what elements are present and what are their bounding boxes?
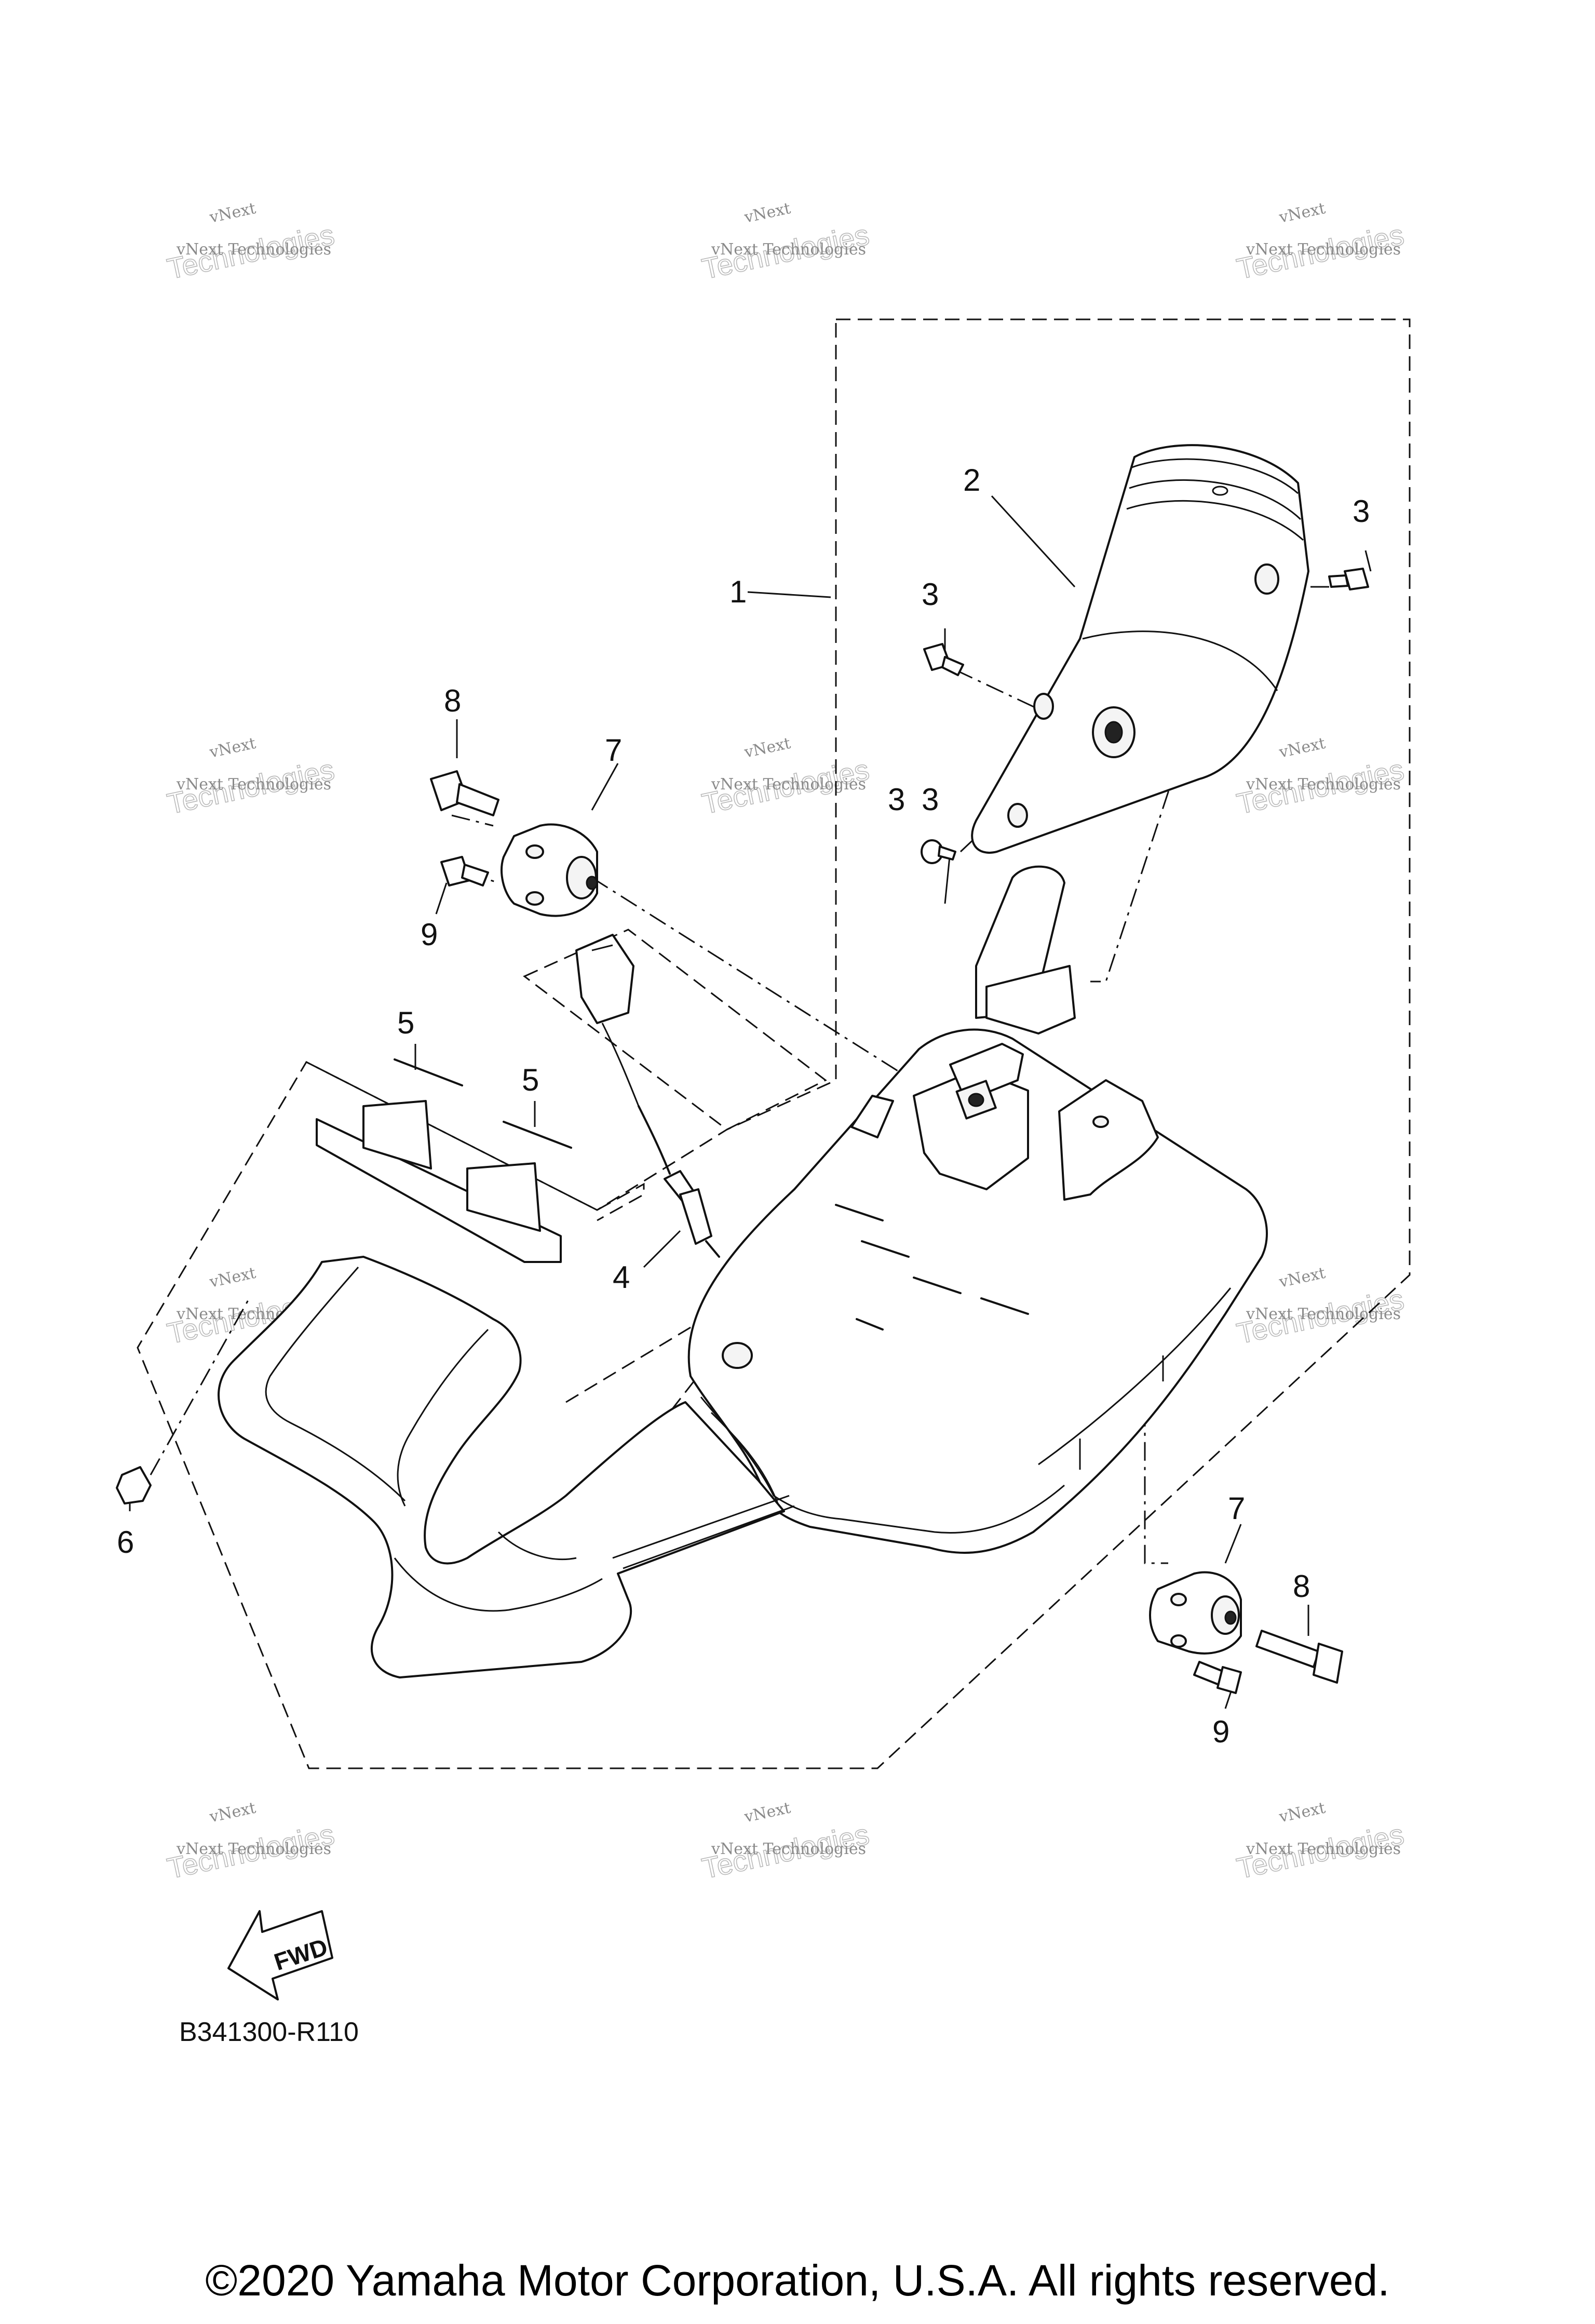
watermark: Technologies vNext vNext Technologies (699, 199, 872, 286)
callout-3: 3 (922, 782, 939, 817)
copyright-notice: ©2020 Yamaha Motor Corporation, U.S.A. A… (205, 2256, 1389, 2305)
watermark: Technologies vNext vNext Technologies (1234, 1799, 1407, 1885)
callout-3: 3 (922, 577, 939, 612)
svg-text:vNext Technologies: vNext Technologies (176, 240, 331, 259)
svg-text:vNext Technologies: vNext Technologies (711, 775, 866, 794)
svg-text:vNext Technologies: vNext Technologies (711, 240, 866, 259)
svg-text:vNext: vNext (208, 1799, 258, 1826)
svg-text:vNext: vNext (742, 734, 792, 762)
svg-text:vNext: vNext (1277, 199, 1327, 227)
callout-3: 3 (888, 782, 905, 817)
gasket-subassembly-outline (306, 1061, 645, 1221)
svg-text:vNext Technologies: vNext Technologies (176, 1840, 331, 1858)
svg-text:vNext: vNext (742, 199, 792, 227)
bolt-3-b (1328, 568, 1369, 590)
callout-9: 9 (1212, 1714, 1229, 1749)
watermark: Technologies vNext vNext Technologies (164, 734, 337, 821)
diagram-part-number: B341300-R110 (179, 2017, 359, 2047)
bolt-9-lower (1193, 1661, 1242, 1694)
svg-text:vNext: vNext (208, 1264, 258, 1292)
oxygen-sensor (575, 934, 720, 1258)
watermark: Technologies vNext vNext Technologies (699, 734, 872, 821)
watermark: Technologies vNext vNext Technologies (164, 1799, 337, 1885)
svg-text:vNext: vNext (208, 734, 258, 762)
watermark: Technologies vNext vNext Technologies (699, 1799, 872, 1885)
svg-text:vNext: vNext (208, 199, 258, 227)
watermark: Technologies vNext vNext Technologies (1234, 1264, 1407, 1350)
svg-text:vNext Technologies: vNext Technologies (1246, 1305, 1401, 1323)
damper-upper (501, 823, 598, 917)
callout-6: 6 (117, 1525, 134, 1560)
svg-text:vNext Technologies: vNext Technologies (1246, 775, 1401, 794)
callout-8: 8 (1293, 1569, 1310, 1604)
muffler-body (687, 865, 1268, 1554)
bolt-3-c (921, 839, 956, 864)
svg-text:vNext Technologies: vNext Technologies (711, 1840, 866, 1858)
watermark: Technologies vNext vNext Technologies (164, 199, 337, 286)
svg-text:vNext: vNext (742, 1799, 792, 1826)
callout-5: 5 (397, 1005, 414, 1040)
watermark: Technologies vNext vNext Technologies (1234, 734, 1407, 821)
bolt-9-upper (440, 856, 489, 886)
sensor-subassembly-outline (523, 929, 827, 1131)
nut-6 (116, 1466, 152, 1504)
callout-labels: 1 2 3 3 3 3 4 5 5 6 7 7 8 8 9 9 (117, 463, 1370, 1749)
callout-4: 4 (613, 1260, 630, 1295)
forward-arrow-icon: FWD (227, 1910, 333, 2000)
svg-text:vNext: vNext (1277, 1264, 1327, 1292)
callout-7: 7 (605, 733, 622, 768)
svg-text:vNext: vNext (1277, 734, 1327, 762)
callout-9: 9 (421, 917, 438, 952)
svg-text:vNext Technologies: vNext Technologies (1246, 240, 1401, 259)
svg-text:vNext Technologies: vNext Technologies (176, 775, 331, 794)
leader-lines (129, 495, 1372, 1709)
bolt-8-lower (1255, 1630, 1343, 1684)
muffler-cover (971, 444, 1309, 854)
callout-2: 2 (963, 463, 980, 498)
svg-text:vNext: vNext (1277, 1799, 1327, 1826)
svg-text:vNext Technologies: vNext Technologies (1246, 1840, 1401, 1858)
bolt-8-upper (430, 770, 499, 816)
callout-3: 3 (1353, 494, 1370, 529)
pipe-connector-outline (565, 1308, 744, 1486)
callout-8: 8 (444, 683, 461, 718)
callout-5: 5 (522, 1063, 539, 1097)
watermark: Technologies vNext vNext Technologies (1234, 199, 1407, 286)
callout-1: 1 (729, 574, 747, 609)
bolt-3-a (923, 643, 964, 676)
muffler-assembly-outline (137, 318, 1411, 1769)
exhaust-header (218, 1058, 795, 1678)
callout-7: 7 (1228, 1491, 1245, 1526)
damper-lower (1149, 1571, 1242, 1655)
